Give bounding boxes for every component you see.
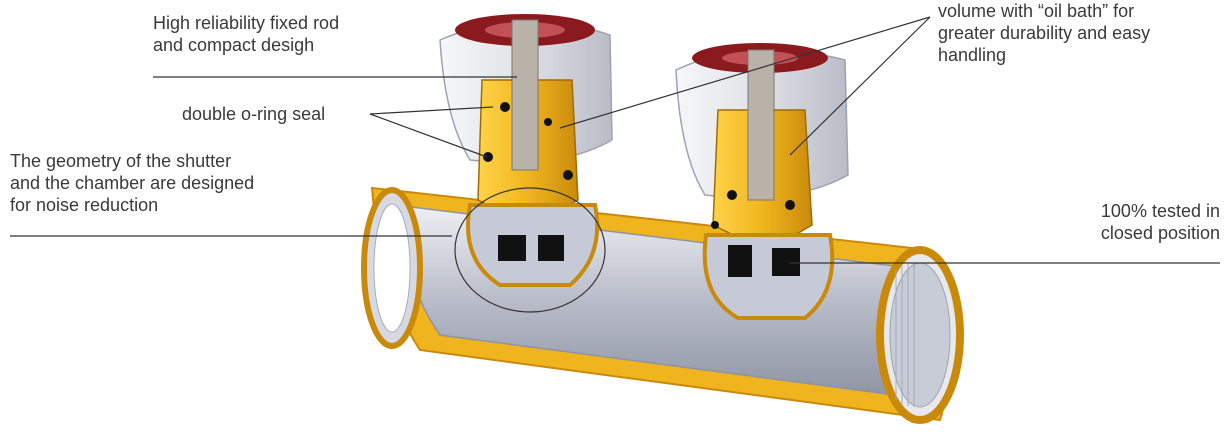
leader-oil-1 xyxy=(559,16,931,129)
valve-left xyxy=(439,14,613,287)
leader-oil-2 xyxy=(789,16,931,156)
label-oil-bath-volume: volume with “oil bath” for greater durab… xyxy=(938,1,1151,65)
shutter-highlight-ellipse xyxy=(454,187,606,313)
leader-oring-2 xyxy=(369,113,488,158)
label-fixed-rod: High reliability fixed rod and compact d… xyxy=(153,13,340,55)
leader-lines xyxy=(10,16,1220,264)
label-noise-reduction-geometry: The geometry of the shutter and the cham… xyxy=(10,151,255,215)
label-double-oring-seal: double o-ring seal xyxy=(182,104,326,124)
manifold-body xyxy=(361,186,964,424)
valve-right xyxy=(675,43,849,320)
label-tested-closed-position: 100% tested in closed position xyxy=(1100,201,1220,243)
leader-oring-1 xyxy=(369,106,494,115)
